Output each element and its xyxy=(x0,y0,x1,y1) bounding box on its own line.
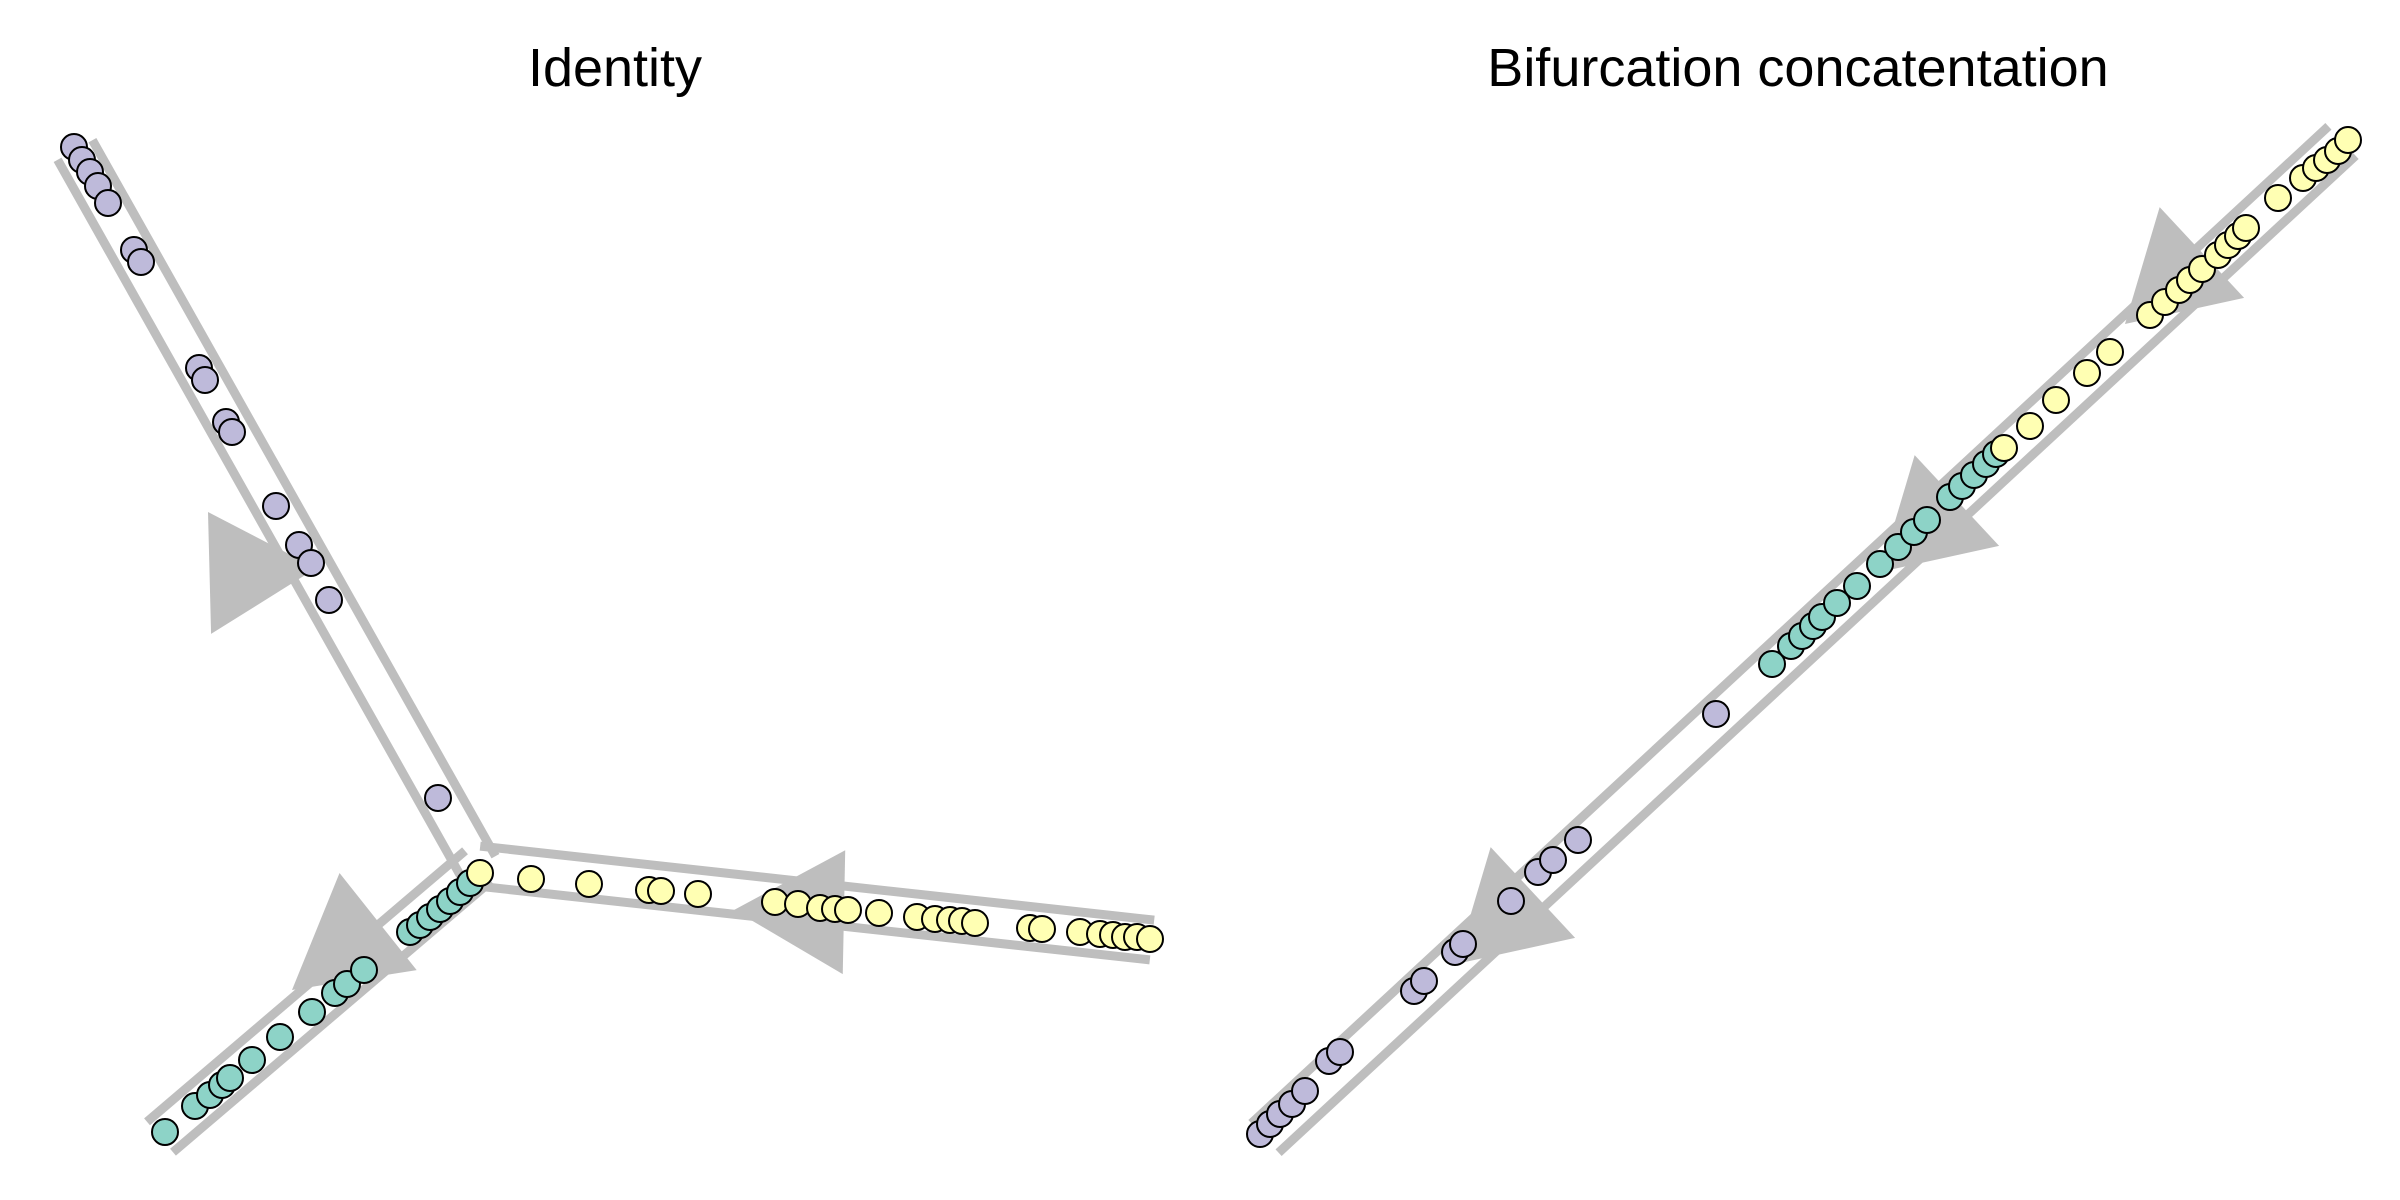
cell-dot-yellow xyxy=(865,899,893,927)
cell-dot-purple xyxy=(1449,930,1477,958)
cell-dot-purple xyxy=(1410,967,1438,995)
cell-dot-teal xyxy=(266,1023,294,1051)
cell-dot-teal xyxy=(1843,572,1871,600)
cell-dot-purple xyxy=(1539,846,1567,874)
cell-dot-purple xyxy=(1702,700,1730,728)
cell-dot-yellow xyxy=(1136,925,1164,953)
arrow-teal-branch xyxy=(292,873,417,990)
cell-dot-yellow xyxy=(466,859,494,887)
cell-dot-yellow xyxy=(684,880,712,908)
cell-dot-purple xyxy=(218,418,246,446)
edge-purple-branch-rail-2 xyxy=(53,157,465,879)
cell-dot-teal xyxy=(1823,589,1851,617)
cell-dot-purple xyxy=(1291,1077,1319,1105)
cell-dot-teal xyxy=(350,956,378,984)
panel-identity xyxy=(53,133,1164,1156)
cell-dot-yellow xyxy=(2334,126,2362,154)
cell-dot-purple xyxy=(297,549,325,577)
cell-dot-yellow xyxy=(761,888,789,916)
cell-dot-yellow xyxy=(2264,184,2292,212)
cell-dot-yellow xyxy=(647,877,675,905)
cell-dot-yellow xyxy=(961,909,989,937)
cell-dot-purple xyxy=(262,492,290,520)
cell-dot-yellow xyxy=(575,870,603,898)
cell-dot-yellow xyxy=(2016,412,2044,440)
cell-dot-yellow xyxy=(834,896,862,924)
cell-dot-purple xyxy=(424,784,452,812)
cell-dot-purple xyxy=(315,586,343,614)
cell-dot-yellow xyxy=(2232,214,2260,242)
cell-dot-purple xyxy=(127,248,155,276)
cell-dot-yellow xyxy=(2073,359,2101,387)
cell-dot-teal xyxy=(298,998,326,1026)
panel-bifurcation-concatentation xyxy=(1246,123,2362,1156)
cell-dot-purple xyxy=(1326,1038,1354,1066)
panel-title-bifurcation: Bifurcation concatentation xyxy=(1487,38,2108,98)
arrow-purple-branch xyxy=(208,512,317,634)
cell-dot-yellow xyxy=(2042,386,2070,414)
cell-dot-teal xyxy=(1758,650,1786,678)
cell-dot-yellow xyxy=(517,865,545,893)
cell-dot-teal xyxy=(151,1118,179,1146)
cell-dot-yellow xyxy=(1028,915,1056,943)
panel-title-identity: Identity xyxy=(528,38,702,98)
cell-dot-teal xyxy=(1866,550,1894,578)
cell-dot-purple xyxy=(94,189,122,217)
cell-dot-yellow xyxy=(1990,434,2018,462)
cell-dot-yellow xyxy=(2096,338,2124,366)
cell-dot-purple xyxy=(191,366,219,394)
edge-purple-branch-rail-1 xyxy=(88,137,500,859)
cell-dot-teal xyxy=(216,1064,244,1092)
cell-dot-teal xyxy=(238,1046,266,1074)
cell-dot-purple xyxy=(1497,887,1525,915)
cell-dot-teal xyxy=(1913,506,1941,534)
edge-concatenated-rail-1 xyxy=(1275,152,2359,1156)
cell-dot-purple xyxy=(1564,826,1592,854)
